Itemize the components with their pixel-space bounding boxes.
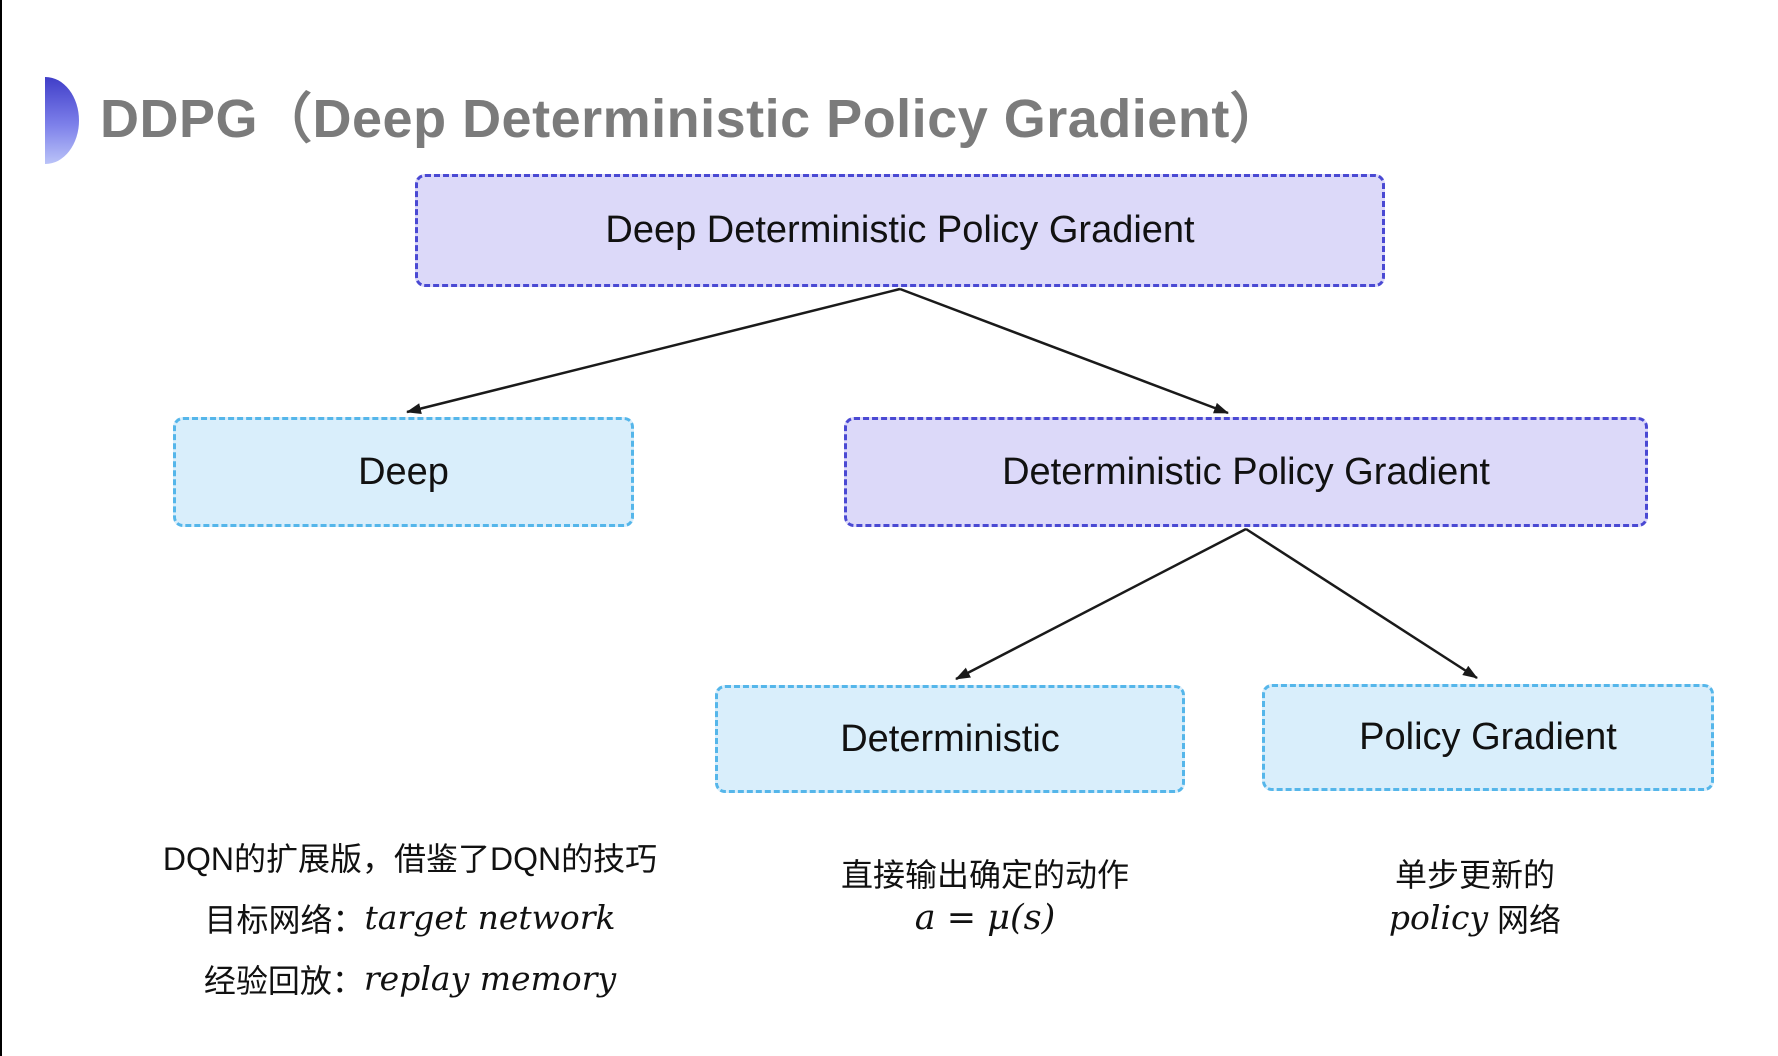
arrow-ddpg-to-dpg [899,287,1229,415]
note-formula-line: a = μ(s) [780,895,1190,940]
node-policy-gradient-label: Policy Gradient [1359,716,1617,758]
policy-term: policy [1388,898,1489,937]
note-replay-memory-line: 经验回放：replay memory [203,959,617,999]
arrow-dpg-to-deterministic [955,527,1247,681]
arrow-ddpg-to-deep [406,287,901,414]
node-policy-gradient: Policy Gradient [1262,684,1714,791]
note-ddpg-line1: DQN的扩展版，借鉴了DQN的技巧 [162,840,658,877]
node-deterministic-policy-gradient: Deterministic Policy Gradient [844,417,1648,527]
note-deterministic-action: 直接输出确定的动作 a = μ(s) [780,850,1190,940]
note-target-network-line: 目标网络：target network [204,898,616,938]
left-border-line [0,0,2,1056]
node-deep-label: Deep [358,450,449,493]
node-deterministic-label: Deterministic [840,717,1060,760]
node-deep: Deep [173,417,634,527]
node-ddpg-label: Deep Deterministic Policy Gradient [605,209,1195,251]
node-ddpg: Deep Deterministic Policy Gradient [415,174,1385,287]
note-ddpg-extension: DQN的扩展版，借鉴了DQN的技巧 目标网络：target network 经验… [110,826,710,1009]
note-deterministic-line1: 直接输出确定的动作 [840,856,1129,893]
arrow-dpg-to-policy-gradient [1245,527,1478,680]
page-title: DDPG（Deep Deterministic Policy Gradient） [100,89,1285,149]
title-bullet-icon [45,77,79,164]
note-policy-line2: policy 网络 [1388,898,1562,938]
action-formula: a = μ(s) [914,897,1056,938]
replay-memory-term: replay memory [363,959,617,998]
node-dpg-label: Deterministic Policy Gradient [1002,450,1490,493]
target-network-term: target network [364,898,616,937]
note-policy-line1: 单步更新的 [1394,856,1555,893]
note-policy-network: 单步更新的 policy 网络 [1320,850,1630,940]
node-deterministic: Deterministic [715,685,1185,793]
